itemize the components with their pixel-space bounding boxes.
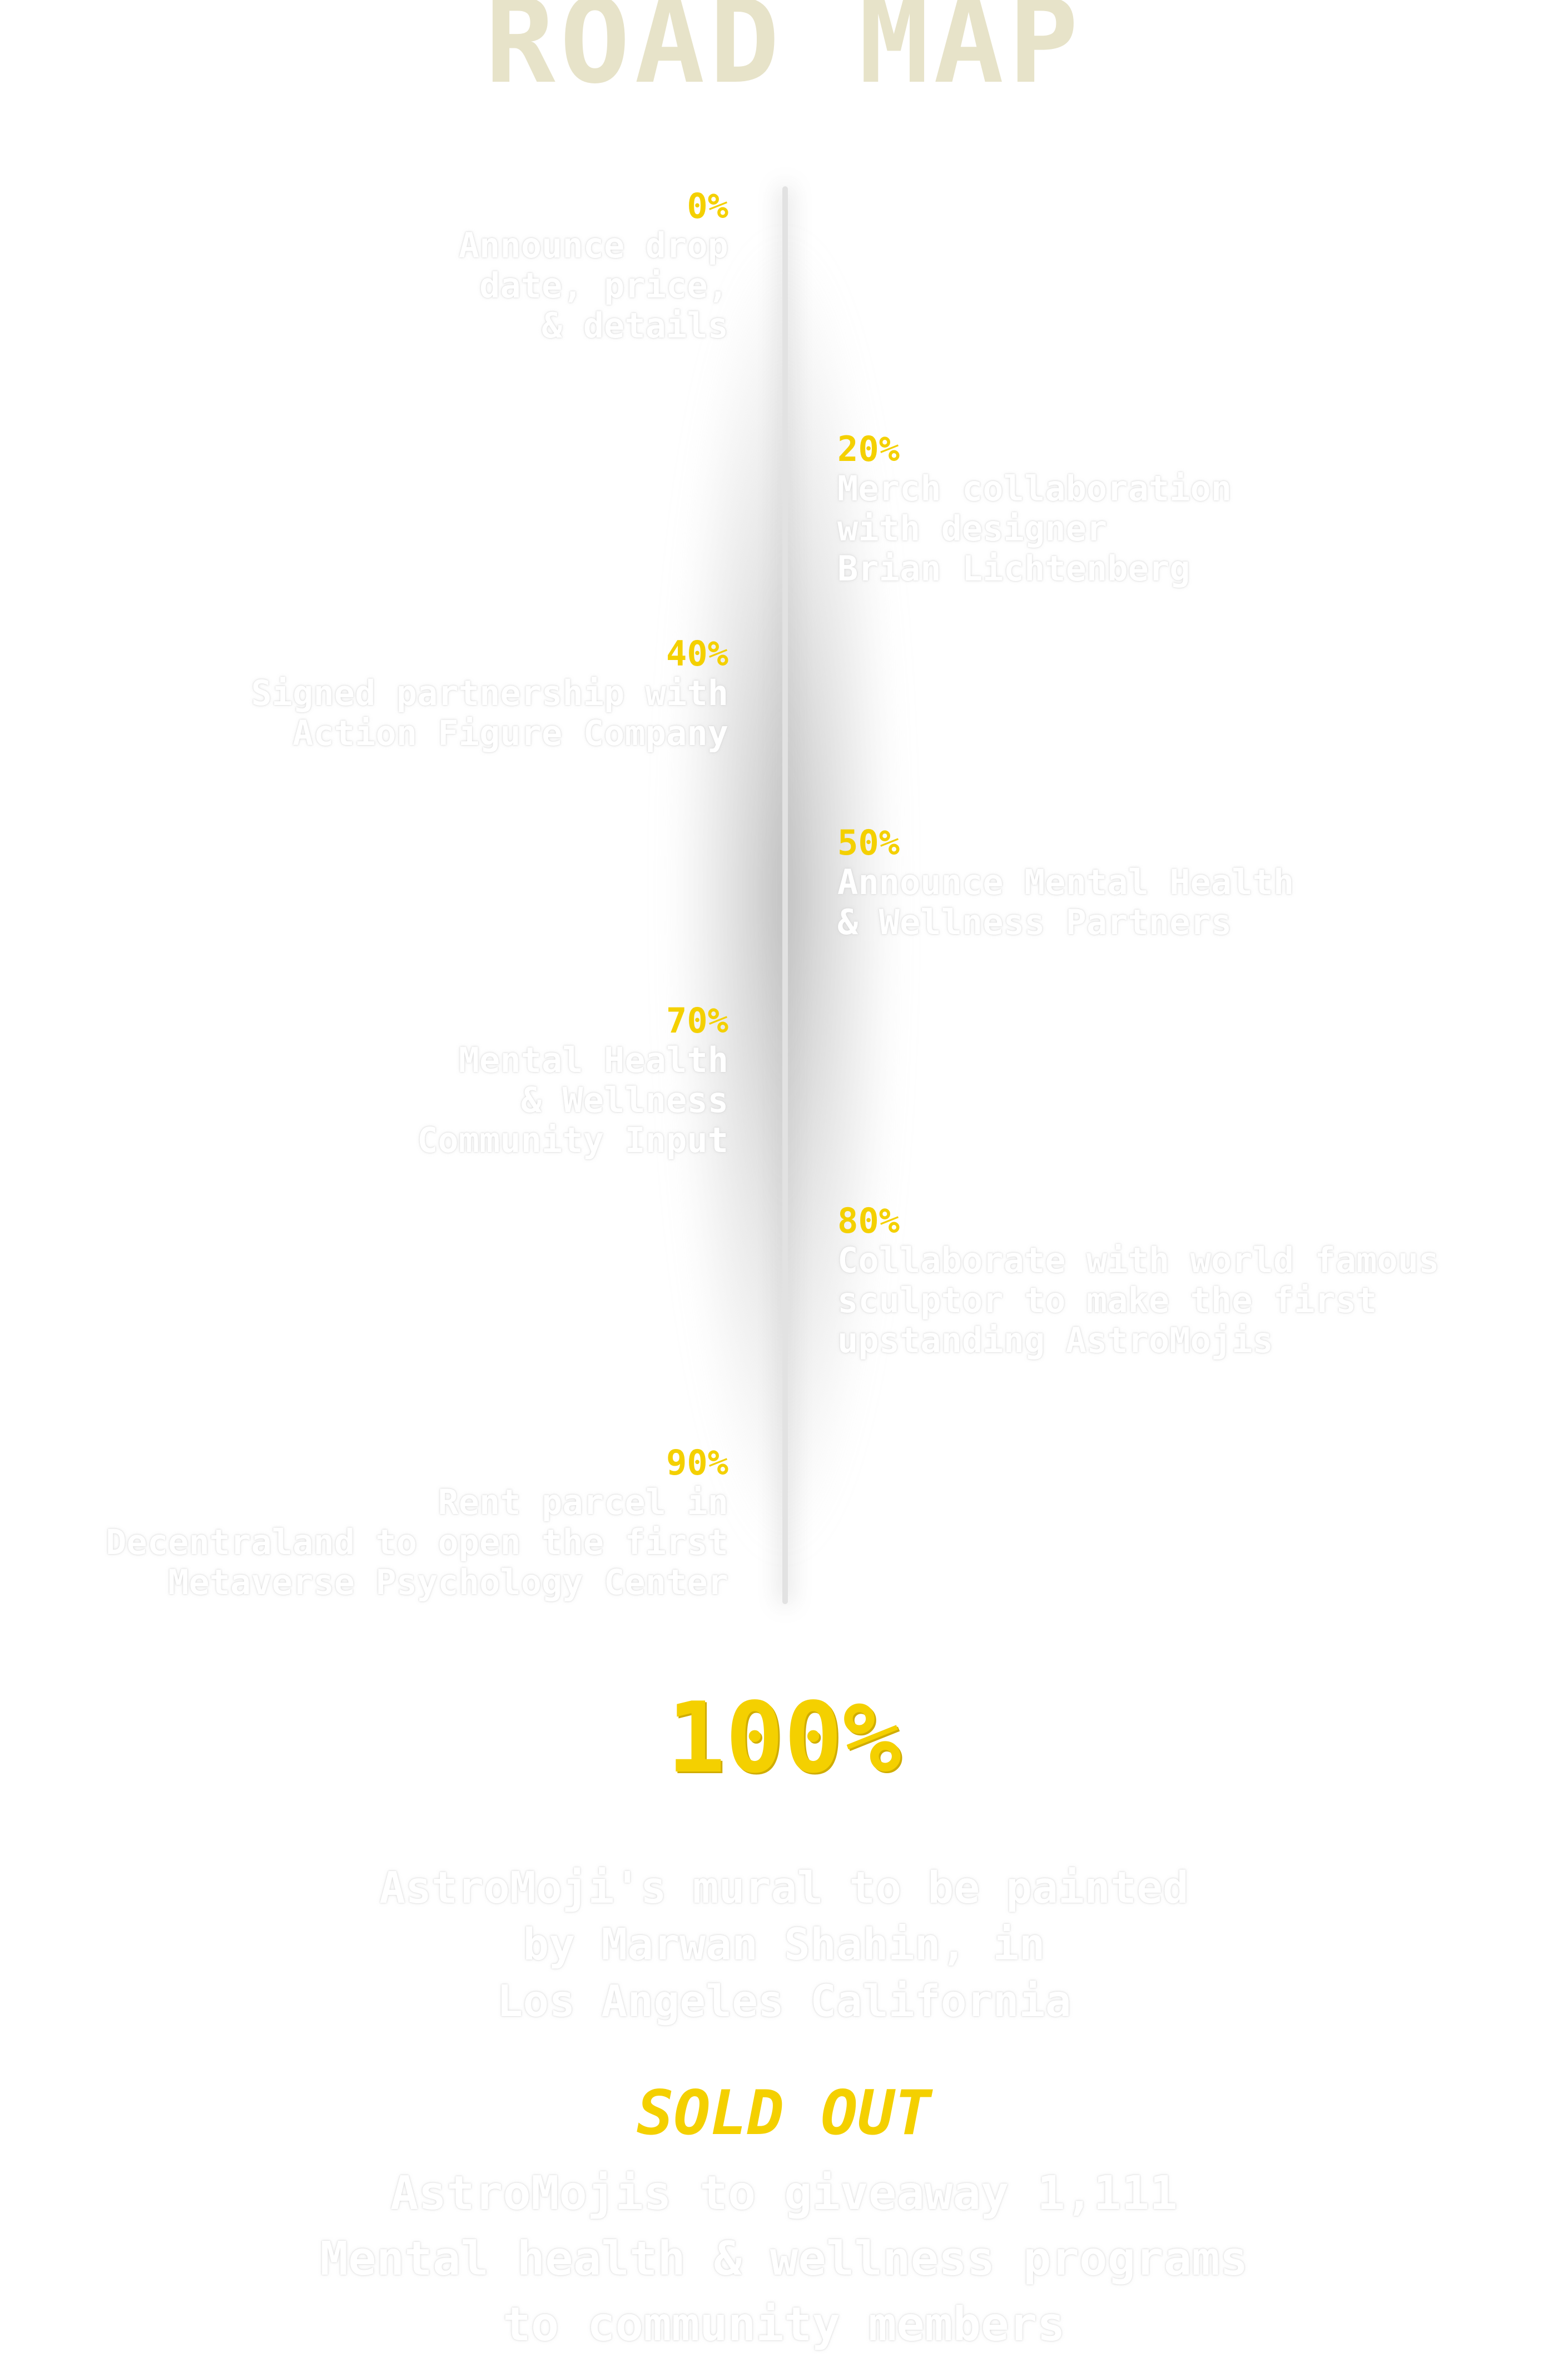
milestone-percent: 20% — [837, 429, 900, 469]
sold-out-label: SOLD OUT — [637, 2077, 931, 2148]
milestone-20: 20% Merch collaboration with designer Br… — [837, 429, 1232, 589]
timeline-line — [782, 186, 788, 1604]
milestone-text: Rent parcel in Decentraland to open the … — [106, 1482, 728, 1603]
final-milestone-text: AstroMoji's mural to be painted by Marwa… — [379, 1863, 1189, 2027]
milestone-text: Collaborate with world famous sculptor t… — [837, 1240, 1440, 1361]
milestone-90: 90% Rent parcel in Decentraland to open … — [106, 1443, 728, 1602]
milestone-percent: 70% — [666, 1000, 728, 1041]
page-title: ROAD MAP — [485, 0, 1083, 110]
milestone-0: 0% Announce drop date, price, & details — [459, 186, 728, 346]
milestone-50: 50% Announce Mental Health & Wellness Pa… — [837, 823, 1294, 942]
milestone-percent: 40% — [666, 633, 728, 674]
milestone-text: Announce drop date, price, & details — [458, 225, 728, 346]
milestone-percent: 50% — [837, 822, 900, 863]
milestone-80: 80% Collaborate with world famous sculpt… — [837, 1201, 1440, 1361]
milestone-text: Merch collaboration with designer Brian … — [837, 468, 1232, 589]
giveaway-text: AstroMojis to giveaway 1,111 Mental heal… — [320, 2166, 1248, 2351]
milestone-percent: 90% — [666, 1442, 728, 1483]
milestone-percent: 0% — [687, 186, 728, 226]
milestone-text: Mental Health & Wellness Community Input — [417, 1040, 728, 1161]
milestone-percent: 80% — [837, 1200, 900, 1241]
milestone-40: 40% Signed partnership with Action Figur… — [251, 634, 728, 753]
milestone-text: Signed partnership with Action Figure Co… — [251, 673, 728, 754]
milestone-70: 70% Mental Health & Wellness Community I… — [417, 1001, 728, 1160]
milestone-text: Announce Mental Health & Wellness Partne… — [837, 862, 1294, 943]
final-percent: 100% — [667, 1682, 901, 1795]
